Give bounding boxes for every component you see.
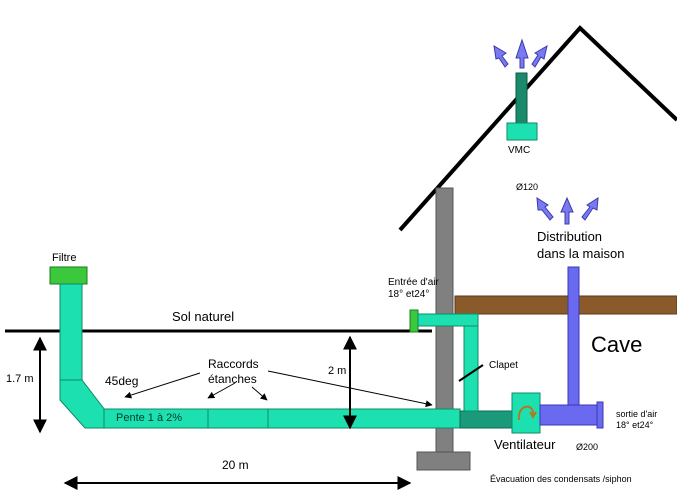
diameter-200-label: Ø200 [576, 442, 599, 452]
fan-label: Ventilateur [494, 437, 556, 452]
angle-label: 45deg [105, 374, 139, 388]
clapet-marker [458, 364, 484, 382]
cellar-label: Cave [591, 332, 643, 357]
air-outlet-temp-label: 18° et24° [616, 420, 654, 430]
diameter-120-label: Ø120 [516, 182, 539, 192]
raccords-label: Raccords [208, 357, 259, 371]
length-label: 20 m [222, 458, 249, 472]
ground-label: Sol naturel [172, 309, 235, 324]
arrow-up-right-icon [581, 197, 599, 221]
raccords-pointer [207, 382, 236, 399]
distribution-label: Distribution [537, 229, 603, 244]
depth-right-label: 2 m [328, 365, 347, 377]
arrow-up-icon [560, 196, 574, 225]
vmc-exhaust-arrows [493, 38, 548, 69]
vmc-duct [515, 72, 528, 124]
vmc-label: VMC [508, 145, 531, 156]
air-outlet-label: sortie d'air [616, 409, 658, 419]
raccords-pointer [267, 370, 433, 408]
air-intake-temp-label: 18° et24° [388, 289, 430, 300]
distribution-arrows [536, 196, 599, 225]
raccords-pointer [251, 386, 268, 401]
pipe-elbow [59, 379, 106, 429]
clapet-label: Clapet [489, 360, 518, 371]
floor-beam [454, 295, 677, 315]
raccords-sub-label: étanches [208, 372, 257, 386]
vmc-box [506, 122, 538, 141]
distribution-sub-label: dans la maison [537, 246, 625, 261]
fan-icon [517, 405, 537, 421]
arrow-up-left-icon [536, 197, 554, 221]
pipe-wall-crossing [459, 410, 513, 429]
outlet-flange [596, 401, 604, 429]
filter-label: Filtre [52, 252, 77, 264]
wall-footing [416, 451, 471, 471]
raccords-pointer [124, 372, 201, 399]
condensate-drain-label: Évacuation des condensats /siphon [490, 474, 632, 484]
bypass-pipe [463, 325, 479, 412]
house-roof [398, 25, 677, 232]
depth-left-label: 1.7 m [6, 373, 34, 385]
arrow-up-left-icon [493, 45, 509, 68]
distribution-riser [567, 266, 580, 406]
arrow-up-icon [515, 38, 529, 69]
filter-box [49, 266, 88, 285]
arrow-up-right-icon [531, 44, 548, 68]
pipe-vertical [59, 283, 83, 381]
air-intake-stub [409, 309, 419, 333]
air-intake-pipe [417, 313, 479, 327]
air-intake-label: Entrée d'air [388, 277, 439, 288]
distribution-horizontal [539, 404, 598, 426]
slope-label: Pente 1 à 2% [116, 412, 183, 424]
